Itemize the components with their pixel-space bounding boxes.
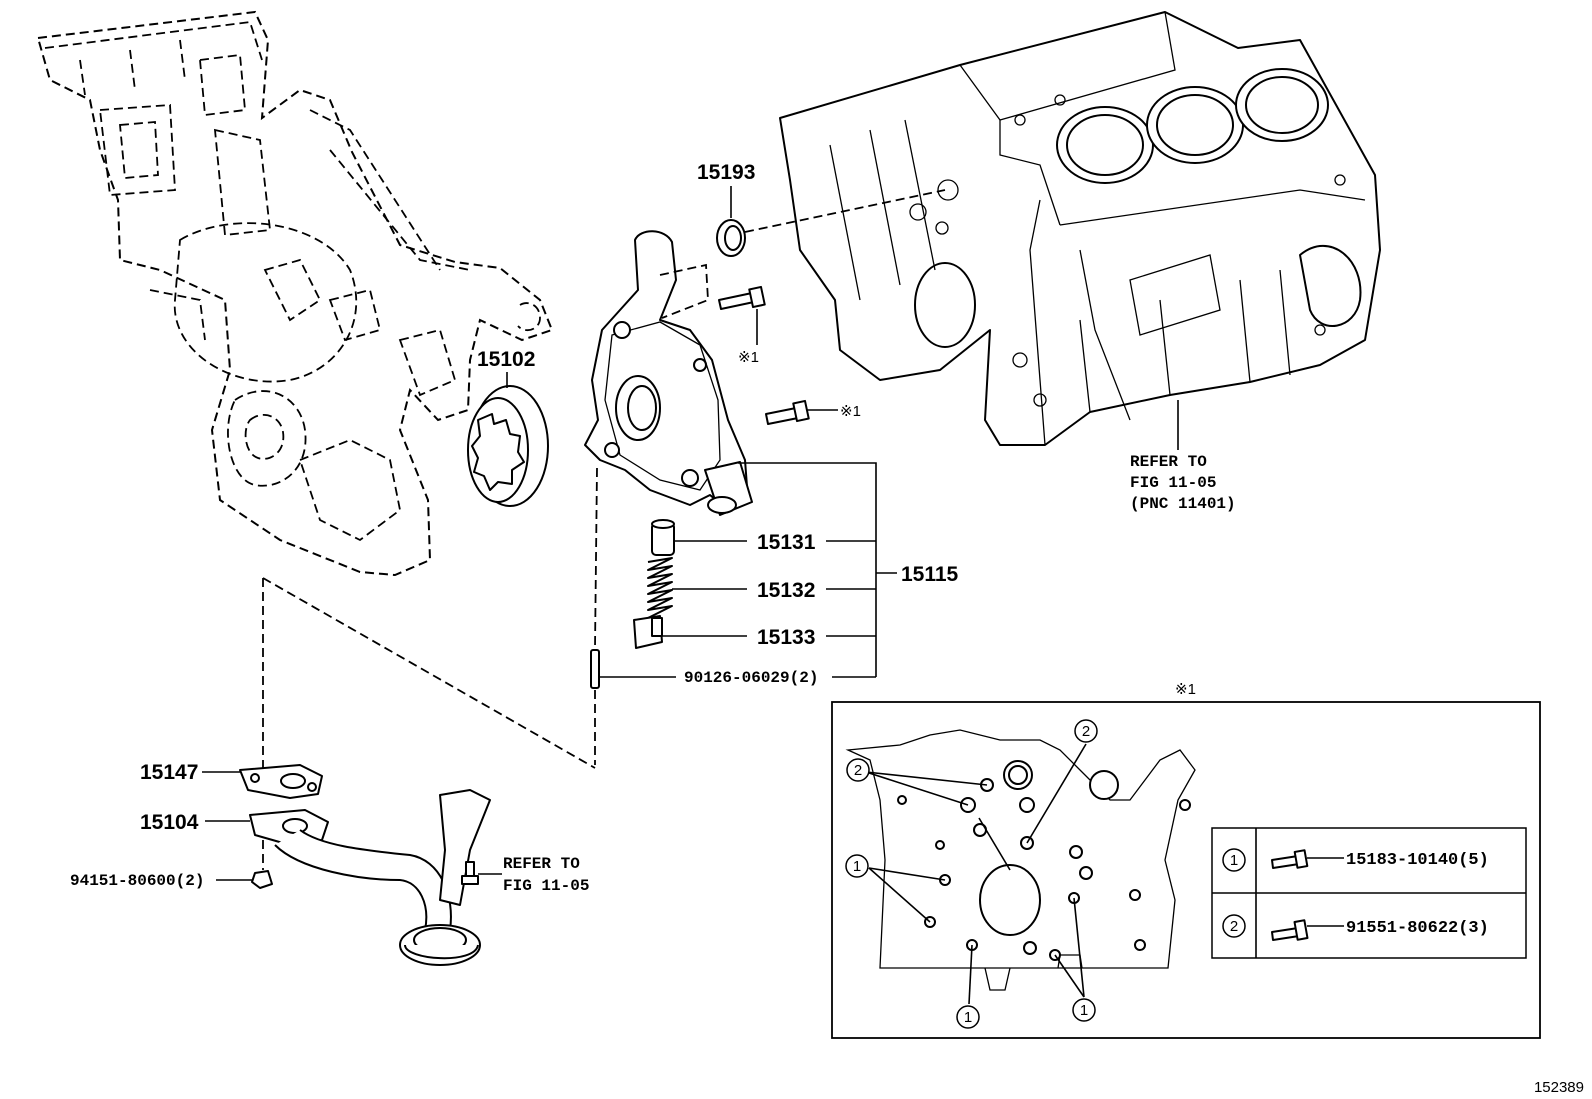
bolt-icon-1 [1271,849,1344,869]
figure-id: 152389 [1534,1079,1584,1096]
label-90126: 90126-06029(2) [684,669,818,687]
inset-callouts: 2 2 1 1 1 [845,719,1098,1029]
relief-valve-plunger [651,519,675,556]
bolt-upper [718,285,766,345]
oil-pump-assembly [584,230,753,516]
refer-block-line3: (PNC 11401) [1130,495,1236,513]
inset-frame [831,701,1541,1039]
label-94151: 94151-80600(2) [70,872,204,890]
bolt-legend-table: 1 15183-10140(5) 2 91551-80622(3) [1211,827,1527,959]
table-part-1: 15183-10140(5) [1346,851,1489,870]
oil-pump-o-ring [716,219,746,257]
inset-block-front [845,729,1196,991]
cylinder-block [779,11,1381,446]
cover-to-strainer-line [262,577,596,769]
mark-bolt-middle: ※1 [840,403,861,420]
label-15193: 15193 [697,161,755,184]
refer-block-line2: FIG 11-05 [1130,474,1216,492]
seal-alignment-line [744,189,946,233]
bolt-middle [765,399,838,425]
inset-callout-1-c: 1 [1080,1002,1088,1019]
refer-block-line1: REFER TO [1130,453,1207,471]
label-15132: 15132 [757,579,815,602]
refer-pan-line1: REFER TO [503,855,580,873]
leader-lines-15115 [600,462,897,678]
mark-bolt-upper: ※1 [738,349,759,366]
stud-alignment-line [594,467,598,649]
label-15104: 15104 [140,811,199,834]
table-key-1: 1 [1230,852,1238,869]
bolt-icon-2 [1271,919,1344,941]
label-15133: 15133 [757,626,815,649]
label-15131: 15131 [757,531,816,554]
relief-valve-plug [633,615,663,649]
inset-callout-1-b: 1 [964,1009,972,1026]
strainer-gasket [239,764,323,799]
inset-callout-2-b: 2 [1082,723,1090,740]
label-15147: 15147 [140,761,198,784]
table-part-2: 91551-80622(3) [1346,919,1489,938]
inset-callout-1-a: 1 [853,858,861,875]
front-crankshaft-oil-seal [467,385,549,507]
oil-strainer [249,789,491,966]
table-key-2: 2 [1230,918,1238,935]
label-15102: 15102 [477,348,535,371]
nut [251,870,273,889]
stud [590,649,600,689]
label-15115: 15115 [901,563,959,586]
inset-callout-2-a: 2 [854,762,862,779]
mark-inset-title: ※1 [1175,681,1196,698]
timing-chain-cover-outline [36,10,554,577]
refer-pan-line2: FIG 11-05 [503,877,589,895]
relief-valve-spring [647,557,673,619]
